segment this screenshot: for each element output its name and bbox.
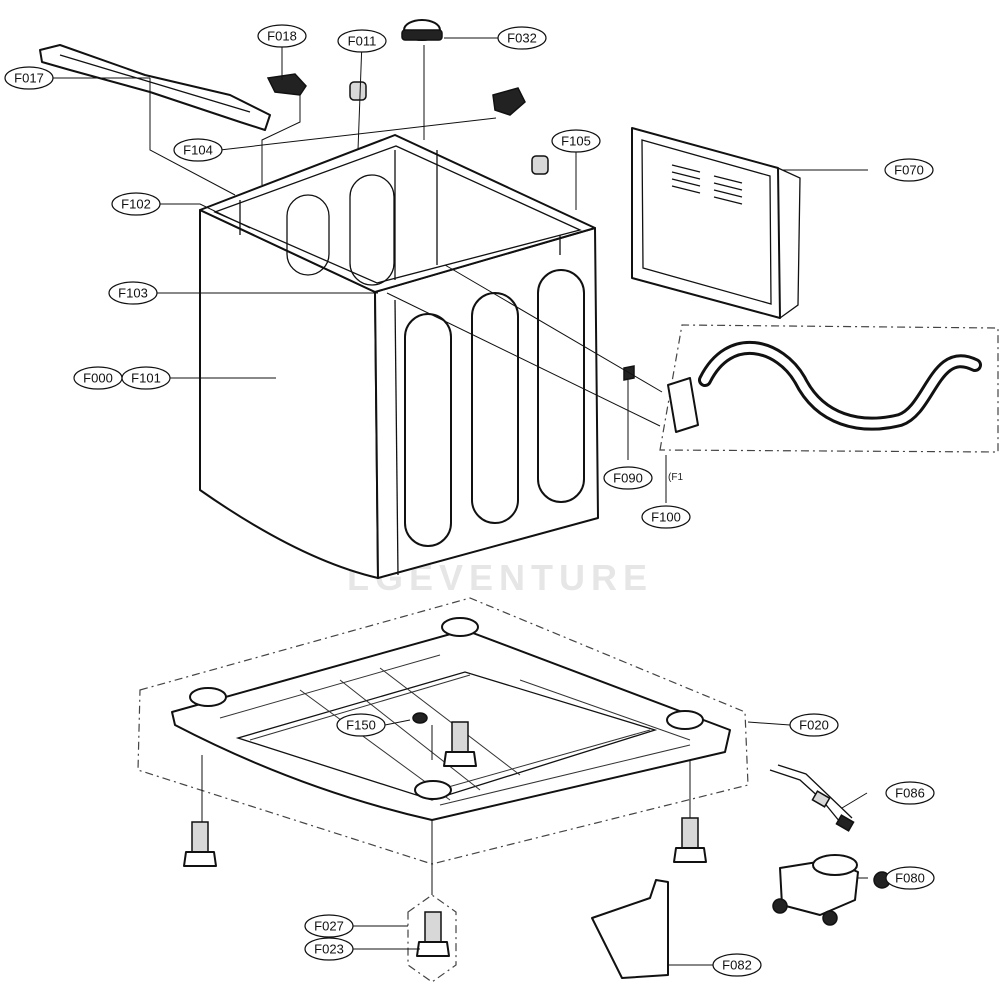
- callout-f032-label: F032: [507, 31, 537, 46]
- callout-f023: F023: [304, 937, 354, 961]
- callout-f100-label: F100: [651, 510, 681, 525]
- callout-f027-label: F027: [314, 919, 344, 934]
- callout-f103-label: F103: [118, 286, 148, 301]
- leveling-foot-right: [673, 817, 707, 863]
- callout-f080-label: F080: [895, 871, 925, 886]
- f017-bracket-part: [39, 44, 271, 131]
- f070-rear-panel-part: [631, 127, 801, 319]
- callout-f105-label: F105: [561, 134, 591, 149]
- f100-drain-hose-group: [623, 324, 999, 453]
- callout-f000: F000: [73, 366, 123, 390]
- callout-f090: F090: [603, 466, 653, 490]
- f032-ring-part: [401, 19, 443, 41]
- callout-f105: F105: [551, 129, 601, 153]
- callout-f104-label: F104: [183, 143, 213, 158]
- callout-f017: F017: [4, 66, 54, 90]
- callout-f000-label: F000: [83, 371, 113, 386]
- callout-f090-label: F090: [613, 471, 643, 486]
- f018-clip-part: [266, 73, 307, 96]
- callout-f102-label: F102: [121, 197, 151, 212]
- callout-f018-label: F018: [267, 29, 297, 44]
- callout-f086: F086: [885, 781, 935, 805]
- cabinet-part: [199, 134, 599, 579]
- callout-f023-label: F023: [314, 942, 344, 957]
- callout-f082-label: F082: [722, 958, 752, 973]
- f082-bracket-part: [591, 879, 669, 979]
- edge-note: (F1: [668, 472, 683, 483]
- callout-f080: F080: [885, 866, 935, 890]
- callout-f150-label: F150: [346, 718, 376, 733]
- f011-plug-part: [349, 81, 367, 101]
- callout-f027: F027: [304, 914, 354, 938]
- callout-f100: F100: [641, 505, 691, 529]
- callout-f070: F070: [884, 158, 934, 182]
- leveling-foot-center: [443, 721, 477, 767]
- leveling-foot-left: [183, 821, 217, 867]
- callout-f011-label: F011: [348, 34, 377, 49]
- callout-f032: F032: [497, 26, 547, 50]
- callout-f017-label: F017: [14, 71, 44, 86]
- callout-f020: F020: [789, 713, 839, 737]
- f105-plug-part: [531, 155, 549, 175]
- callout-f082: F082: [712, 953, 762, 977]
- f020-base-frame-part: [137, 597, 749, 865]
- f080-valve-part: [772, 854, 891, 926]
- callout-f103: F103: [108, 281, 158, 305]
- callout-f102: F102: [111, 192, 161, 216]
- callout-f101: F101: [121, 366, 171, 390]
- callout-f070-label: F070: [894, 163, 924, 178]
- callout-f020-label: F020: [799, 718, 829, 733]
- f023-f027-foot-group: [407, 894, 457, 983]
- f086-wire-harness-part: [769, 764, 855, 832]
- callout-f086-label: F086: [895, 786, 925, 801]
- callout-f104: F104: [173, 138, 223, 162]
- leader-lines: [51, 36, 868, 966]
- damper-knob-part: [492, 87, 526, 116]
- callout-f011: F011: [337, 29, 387, 53]
- callout-f018: F018: [257, 24, 307, 48]
- callout-f101-label: F101: [131, 371, 161, 386]
- callout-f150: F150: [336, 713, 386, 737]
- f150-screw-part: [412, 712, 428, 724]
